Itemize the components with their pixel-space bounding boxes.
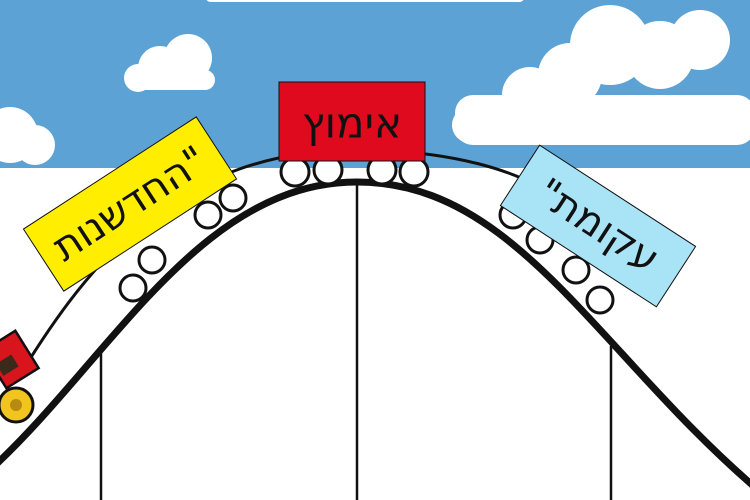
segment-dividers [99,182,613,500]
car-laggards-body [499,144,697,308]
car-innovators-body [22,116,238,292]
car-laggards: עקומת" [499,144,697,308]
cloud-top-bar [206,0,524,2]
cloud-right [452,5,750,145]
car-adoption: אימוץ [278,81,426,162]
wheels-innovators-car [118,183,248,303]
locomotive-window [0,354,19,376]
wheel-icon [561,255,591,285]
wheel-icon [218,183,248,213]
wheel-icon [279,156,311,188]
wheel-icon [137,245,167,275]
wheel-icon [585,285,615,315]
wheels-adoption-car [279,154,430,188]
bell-curve-track [0,178,750,488]
car-adoption-body [278,81,426,162]
cloud-left [0,34,215,165]
locomotive [0,329,41,424]
wheel-icon [118,273,148,303]
locomotive-hub [10,399,22,411]
wheel-icon [193,200,223,230]
wheel-icon [398,156,430,188]
car-adoption-label: אימוץ [302,99,402,148]
clouds [0,0,750,165]
